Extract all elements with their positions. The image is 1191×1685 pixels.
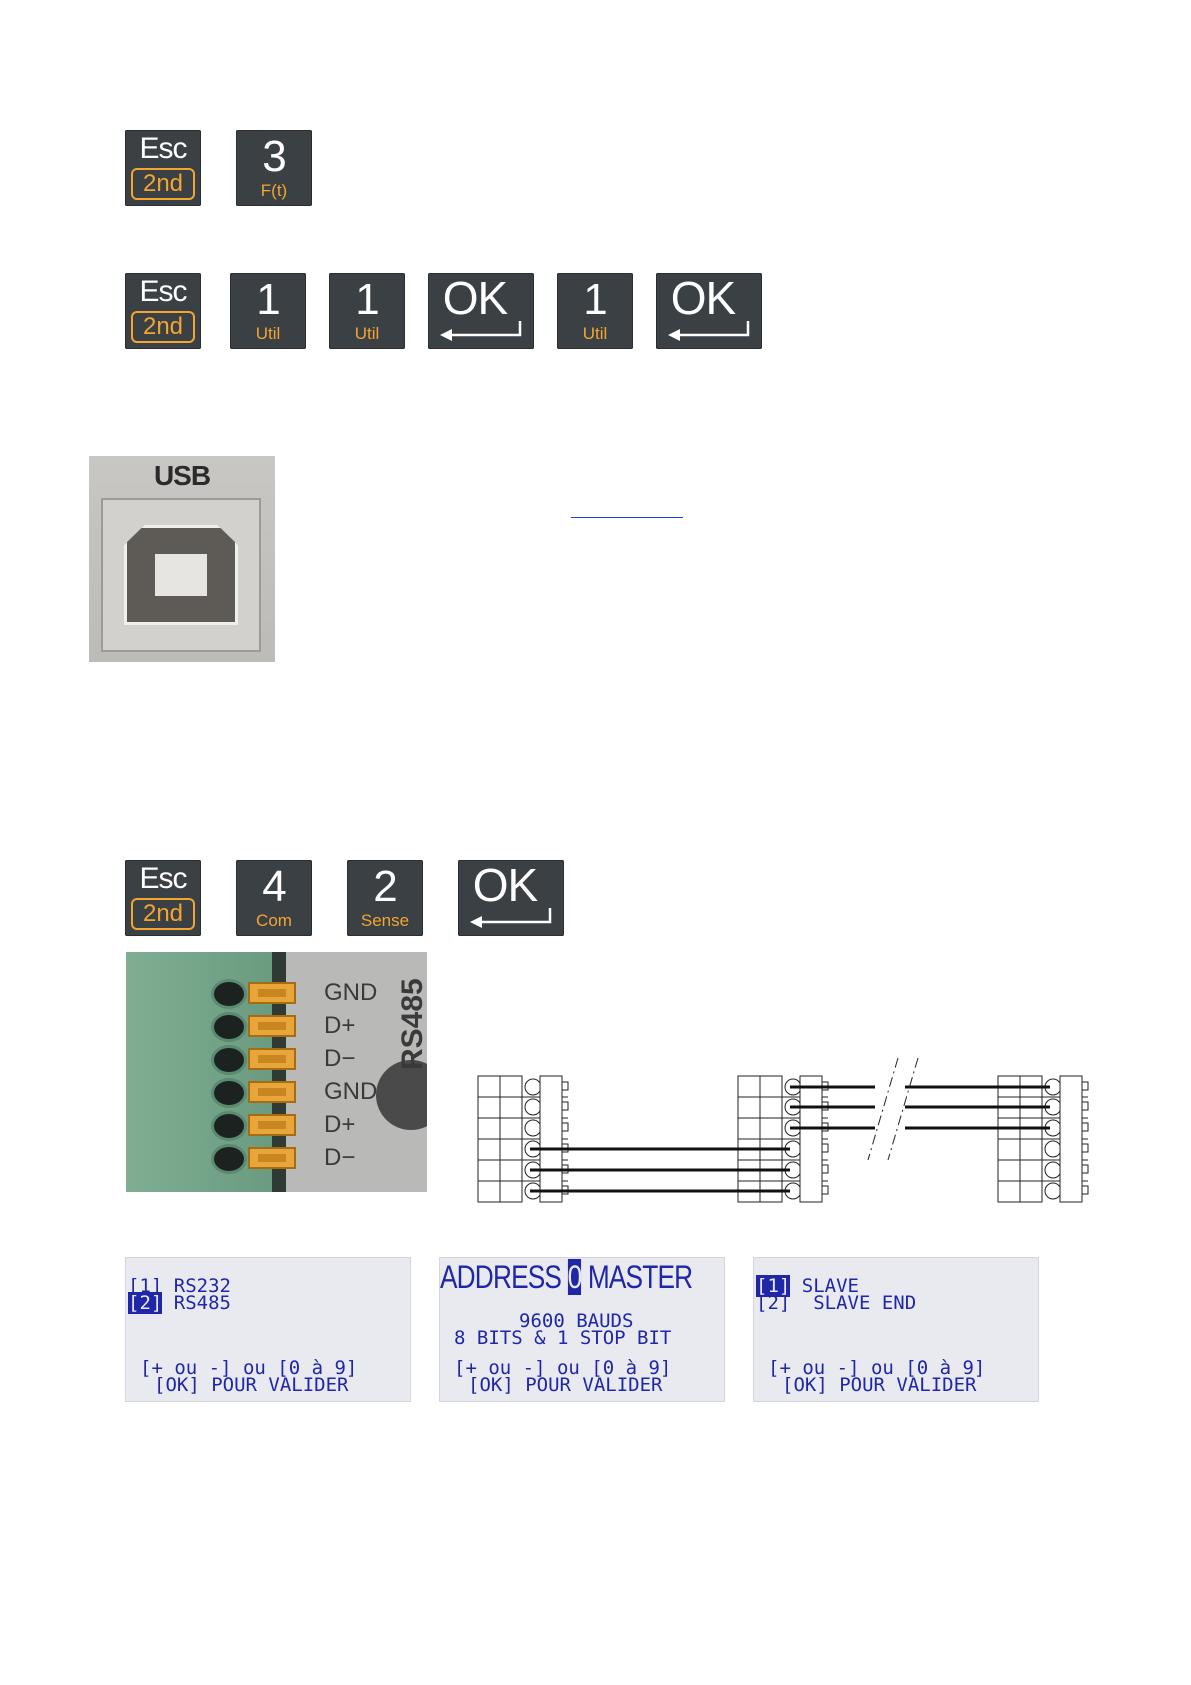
- key-1-util[interactable]: 1 Util: [329, 273, 405, 349]
- key-sub-label: F(t): [260, 181, 288, 200]
- lcd-footer-validate: [OK] POUR VALIDER: [154, 1374, 349, 1396]
- terminal-latch: [248, 982, 296, 1004]
- key-ok-label: OK: [442, 272, 508, 324]
- enter-arrow-icon: [440, 321, 522, 341]
- usb-label: USB: [153, 460, 211, 491]
- terminal-hole: [214, 1015, 244, 1039]
- key-1-util[interactable]: 1 Util: [230, 273, 306, 349]
- ok-key[interactable]: OK: [458, 860, 564, 936]
- ok-key[interactable]: OK: [428, 273, 534, 349]
- key-main-label: 4: [262, 862, 286, 911]
- key-main-label: 3: [262, 132, 286, 181]
- esc-2nd-key[interactable]: Esc 2nd: [125, 130, 201, 206]
- signal-label: GND: [324, 1078, 378, 1105]
- terminal-latch: [248, 1081, 296, 1103]
- lcd-screen-interface: [1] RS232 [2] RS485 [+ ou -] ou [0 à 9] …: [125, 1257, 411, 1402]
- terminal-hole: [214, 1081, 244, 1105]
- lcd-line: [2] SLAVE END: [756, 1292, 917, 1314]
- signal-label: D+: [324, 1012, 356, 1039]
- terminal-hole: [214, 1114, 244, 1138]
- esc-2nd-key[interactable]: Esc 2nd: [125, 273, 201, 349]
- terminal-latch: [248, 1048, 296, 1070]
- key-esc-label: Esc: [139, 862, 187, 895]
- terminal-latch: [248, 1114, 296, 1136]
- usb-frame: [101, 498, 261, 652]
- key-main-label: 2: [373, 862, 397, 911]
- rs485-terminal-photo: GND D+ D− GND D+ D− RS485: [126, 952, 427, 1192]
- lcd-footer-hint: [+ ou -] ou [0 à 9]: [140, 1357, 358, 1379]
- lcd-header: ADDRESS 0 MASTER: [440, 1259, 693, 1295]
- lcd-screen-slave: [1] SLAVE [2] SLAVE END [+ ou -] ou [0 à…: [753, 1257, 1039, 1402]
- signal-label: D−: [324, 1144, 356, 1171]
- key-main-label: 1: [256, 275, 280, 324]
- usb-b-socket-icon: [124, 525, 238, 625]
- key-sub-label: Util: [582, 324, 608, 343]
- key-sub-label: Sense: [360, 911, 410, 930]
- rs485-title: RS485: [396, 978, 427, 1070]
- key-4-com[interactable]: 4 Com: [236, 860, 312, 936]
- mount-knob: [376, 1060, 427, 1130]
- lcd-line: 9600 BAUDS: [519, 1310, 634, 1332]
- terminal-latch: [248, 1015, 296, 1037]
- key-sub-label: Com: [256, 911, 292, 930]
- lcd-line-selected: [1] SLAVE: [756, 1275, 859, 1297]
- lcd-line: [1] RS232: [128, 1275, 231, 1297]
- key-sub-label: Util: [255, 324, 281, 343]
- key-ok-label: OK: [670, 272, 736, 324]
- enter-arrow-icon: [470, 908, 552, 928]
- key-main-label: 1: [583, 275, 607, 324]
- lcd-footer-hint: [+ ou -] ou [0 à 9]: [454, 1357, 672, 1379]
- key-ok-label: OK: [472, 859, 538, 911]
- esc-2nd-key[interactable]: Esc 2nd: [125, 860, 201, 936]
- enter-arrow-icon: [668, 321, 750, 341]
- key-1-util[interactable]: 1 Util: [557, 273, 633, 349]
- terminal-hole: [214, 1048, 244, 1072]
- lcd-line-selected: [2] RS485: [128, 1292, 231, 1314]
- lcd-line: 8 BITS & 1 STOP BIT: [454, 1327, 672, 1349]
- key-esc-label: Esc: [139, 275, 187, 308]
- signal-label: GND: [324, 979, 378, 1006]
- key-3-ft[interactable]: 3 F(t): [236, 130, 312, 206]
- terminal-latch: [248, 1147, 296, 1169]
- hyperlink-underline[interactable]: [571, 517, 683, 518]
- ok-key[interactable]: OK: [656, 273, 762, 349]
- key-2nd-label: 2nd: [131, 168, 195, 200]
- lcd-footer-validate: [OK] POUR VALIDER: [782, 1374, 977, 1396]
- rs485-wiring-diagram: [477, 1057, 1089, 1203]
- signal-label: D−: [324, 1045, 356, 1072]
- terminal-hole: [214, 982, 244, 1006]
- key-esc-label: Esc: [139, 132, 187, 165]
- terminal-hole: [214, 1147, 244, 1171]
- usb-port-photo: USB: [89, 456, 275, 662]
- key-2nd-label: 2nd: [131, 311, 195, 343]
- key-2nd-label: 2nd: [131, 898, 195, 930]
- key-main-label: 1: [355, 275, 379, 324]
- signal-label: D+: [324, 1111, 356, 1138]
- lcd-footer-hint: [+ ou -] ou [0 à 9]: [768, 1357, 986, 1379]
- key-2-sense[interactable]: 2 Sense: [347, 860, 423, 936]
- key-sub-label: Util: [354, 324, 380, 343]
- lcd-footer-validate: [OK] POUR VALIDER: [468, 1374, 663, 1396]
- lcd-screen-address: ADDRESS 0 MASTER 9600 BAUDS 8 BITS & 1 S…: [439, 1257, 725, 1402]
